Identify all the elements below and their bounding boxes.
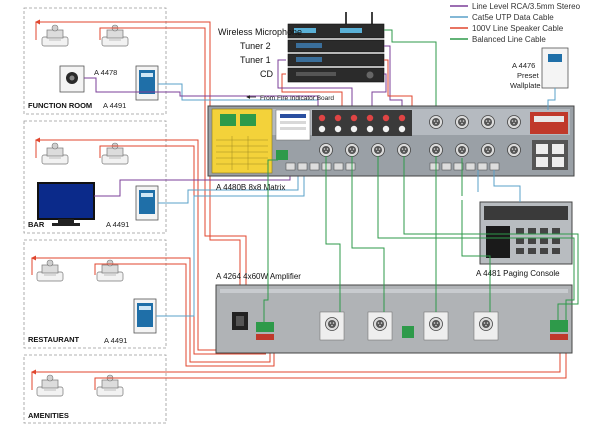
room-label-bar: BAR bbox=[28, 220, 45, 229]
source-label-tuner2: Tuner 2 bbox=[240, 41, 271, 51]
tuner-2-unit bbox=[287, 39, 385, 53]
tv-display bbox=[37, 182, 95, 226]
source-cables bbox=[277, 29, 437, 110]
preset-wallplate: A 4476 Preset Wallplate bbox=[510, 47, 569, 90]
fire-indicator-label: From Fire Indicator Board bbox=[260, 95, 334, 102]
source-label-cd: CD bbox=[260, 69, 273, 79]
source-label-wireless-mic: Wireless Microphone bbox=[218, 27, 302, 37]
xlr-connector-icon bbox=[455, 115, 469, 129]
wallplate-a4491-function-label: A 4491 bbox=[103, 101, 126, 110]
rca-cables bbox=[84, 77, 319, 197]
room-label-restaurant: RESTAURANT bbox=[28, 335, 80, 344]
amplifier-label: A 4264 4x60W Amplifier bbox=[216, 272, 301, 281]
wallplate-a4478-label: A 4478 bbox=[94, 68, 117, 77]
zone-function-room bbox=[23, 7, 167, 115]
xlr-connector-icon bbox=[371, 143, 385, 157]
matrix-output-cables bbox=[461, 158, 521, 202]
ceiling-speaker-icon bbox=[36, 374, 64, 397]
wireless-mic-receiver bbox=[287, 12, 385, 39]
legend-item-100v: 100V Line Speaker Cable bbox=[450, 24, 564, 33]
legend-item-balanced: Balanced Line Cable bbox=[450, 35, 546, 44]
wallplate-a4491-bar-label: A 4491 bbox=[106, 220, 129, 229]
paging-console-label: A 4481 Paging Console bbox=[476, 269, 560, 278]
xlr-connector-icon bbox=[455, 143, 469, 157]
xlr-connector-icon bbox=[397, 143, 411, 157]
xlr-connector-icon bbox=[507, 143, 521, 157]
xlr-connector-icon bbox=[429, 115, 443, 129]
zone-restaurant bbox=[23, 239, 167, 349]
balanced-cables bbox=[263, 156, 579, 322]
ceiling-speaker-icon bbox=[41, 24, 69, 47]
wallplate-a4491-restaurant: A 4491 bbox=[104, 298, 157, 345]
amplifier-unit: A 4264 4x60W Amplifier bbox=[215, 272, 573, 354]
xlr-connector-icon bbox=[345, 143, 359, 157]
paging-console: A 4481 Paging Console bbox=[476, 201, 573, 278]
legend-item-rca: Line Level RCA/3.5mm Stereo bbox=[450, 2, 581, 11]
wallplate-a4491-bar: A 4491 bbox=[106, 185, 159, 229]
zone-bar bbox=[23, 120, 167, 234]
room-label-amenities: AMENITIES bbox=[28, 411, 69, 420]
matrix-unit: A 4480B 8x8 Matrix bbox=[207, 105, 575, 192]
xlr-connector-icon bbox=[481, 143, 495, 157]
wallplate-a4491-restaurant-label: A 4491 bbox=[104, 336, 127, 345]
legend: Line Level RCA/3.5mm Stereo Cat5e UTP Da… bbox=[450, 2, 581, 44]
room-label-function-room: FUNCTION ROOM bbox=[28, 101, 92, 110]
speakers-restaurant bbox=[36, 259, 124, 282]
xlr-connector-icon bbox=[507, 115, 521, 129]
tv-icon bbox=[37, 182, 95, 220]
wallplate-a4478: A 4478 bbox=[59, 65, 117, 93]
preset-line1-label: Preset bbox=[517, 71, 540, 80]
cd-player-unit bbox=[287, 67, 385, 83]
legend-label: Balanced Line Cable bbox=[472, 35, 546, 44]
xlr-connector-icon bbox=[481, 115, 495, 129]
rj45-ports bbox=[285, 162, 500, 171]
legend-label: 100V Line Speaker Cable bbox=[472, 24, 564, 33]
ceiling-speaker-icon bbox=[41, 142, 69, 165]
fire-indicator-callout: From Fire Indicator Board bbox=[246, 95, 334, 102]
legend-label: Cat5e UTP Data Cable bbox=[472, 13, 554, 22]
legend-item-cat5e: Cat5e UTP Data Cable bbox=[450, 13, 554, 22]
rca-inputs bbox=[318, 114, 406, 133]
source-rack: Wireless Microphone Tuner 2 Tuner 1 CD bbox=[218, 12, 385, 83]
preset-line2-label: Wallplate bbox=[510, 81, 541, 90]
matrix-label: A 4480B 8x8 Matrix bbox=[216, 183, 285, 192]
room-zones bbox=[23, 7, 167, 424]
zone-amenities bbox=[23, 354, 167, 424]
ceiling-speaker-icon bbox=[36, 259, 64, 282]
xlr-connector-icon bbox=[429, 143, 443, 157]
ceiling-speaker-icon bbox=[96, 259, 124, 282]
preset-cable bbox=[547, 88, 556, 110]
tuner-1-unit bbox=[287, 53, 385, 67]
source-label-tuner1: Tuner 1 bbox=[240, 55, 271, 65]
xlr-connector-icon bbox=[319, 143, 333, 157]
preset-model-label: A 4476 bbox=[512, 61, 535, 70]
legend-label: Line Level RCA/3.5mm Stereo bbox=[472, 2, 581, 11]
cable-arrows bbox=[31, 19, 40, 375]
